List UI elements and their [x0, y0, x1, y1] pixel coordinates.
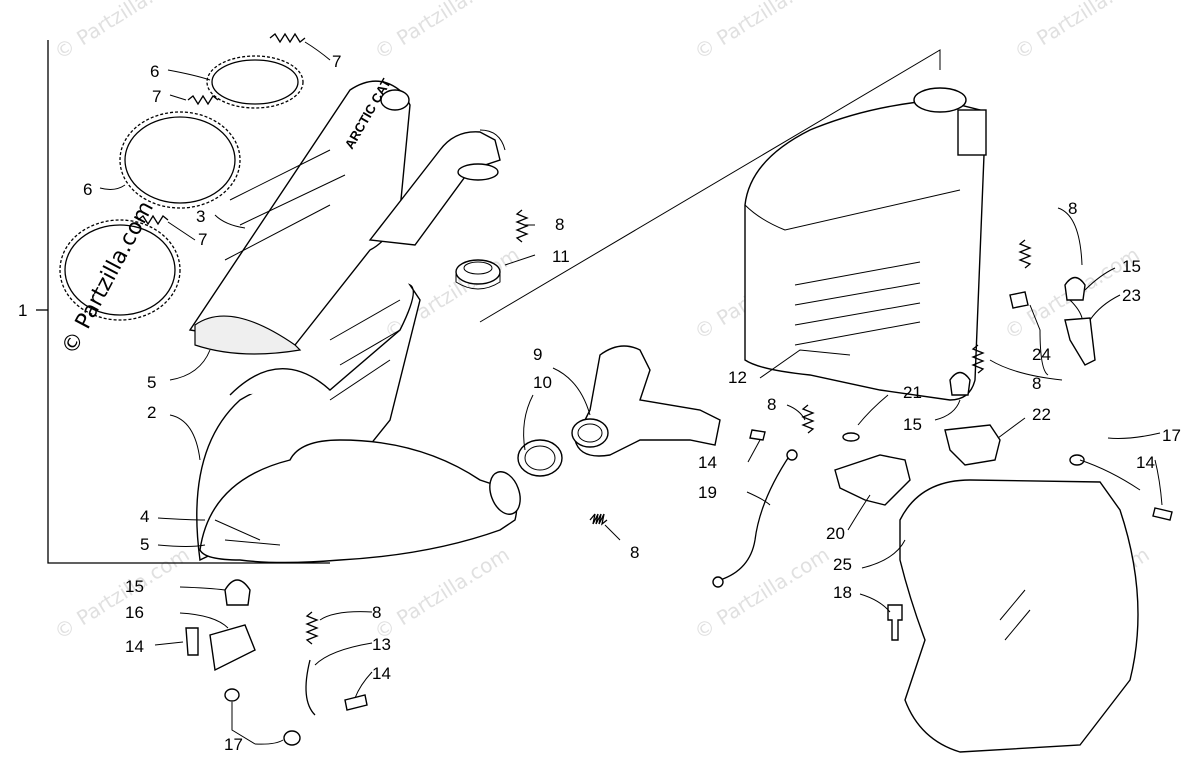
bolt-14-bottom [344, 694, 368, 711]
callout-12: 12 [728, 368, 747, 387]
callout-8: 8 [767, 395, 776, 414]
callout-17: 17 [1162, 426, 1181, 445]
callout-7: 7 [198, 230, 207, 249]
callout-17: 17 [224, 735, 243, 754]
callout-21: 21 [903, 383, 922, 402]
callout-23: 23 [1122, 286, 1141, 305]
callout-14: 14 [1136, 453, 1155, 472]
callout-7: 7 [152, 87, 161, 106]
assembly-bracket [47, 40, 330, 564]
bumper-15-center [949, 371, 971, 396]
bumper-15-left [224, 579, 251, 606]
bolt-24 [1009, 291, 1029, 309]
bolt-14-muffler [749, 429, 766, 441]
gasket-10 [517, 439, 563, 477]
nut-17-bottom [283, 730, 301, 746]
spring-8-lower-right [971, 344, 985, 374]
spring-8-right [1018, 239, 1032, 269]
callout-5: 5 [140, 535, 149, 554]
clamp-band-low-inner [64, 224, 176, 316]
callout-10: 10 [533, 373, 552, 392]
spring-8-bottom [305, 611, 319, 645]
bracket-23 [1064, 317, 1096, 366]
grommet-11 [455, 259, 501, 290]
callout-4: 4 [140, 507, 149, 526]
watermark: © Partzilla.com [50, 542, 194, 644]
spring-8-upper [515, 209, 529, 243]
callout-15: 15 [125, 577, 144, 596]
clamp-band-top [206, 55, 304, 109]
bolt-14-shield [1152, 507, 1173, 521]
watermark: © Partzilla.com [370, 0, 514, 64]
exhaust-manifold [571, 345, 721, 457]
callout-8: 8 [372, 603, 381, 622]
callout-16: 16 [125, 603, 144, 622]
nut-17-left [224, 688, 240, 702]
ground-wire-19 [719, 454, 791, 581]
callout-8: 8 [1032, 374, 1041, 393]
wire-terminal [712, 576, 724, 588]
callout-8: 8 [1068, 199, 1077, 218]
callout-7: 7 [332, 52, 341, 71]
callout-6: 6 [83, 180, 92, 199]
heat-shield [899, 479, 1139, 753]
wire-terminal [786, 449, 798, 461]
expansion-chamber [196, 283, 521, 564]
clamp-band-low [59, 219, 181, 321]
callout-2: 2 [147, 403, 156, 422]
connector-line [479, 49, 941, 323]
callout-labels: 1 2 3 4 5 5 6 6 7 7 7 8 8 8 8 8 8 9 10 1… [18, 52, 1181, 754]
callout-14: 14 [698, 453, 717, 472]
bumper-15-right [1064, 276, 1086, 301]
callout-22: 22 [1032, 405, 1051, 424]
bracket-22 [944, 424, 1001, 466]
callout-6: 6 [150, 62, 159, 81]
callout-13: 13 [372, 635, 391, 654]
callout-24: 24 [1032, 345, 1051, 364]
muffler-can [744, 87, 987, 401]
spring-7-top [269, 32, 331, 61]
callout-14: 14 [372, 664, 391, 683]
spring-7-low [137, 214, 196, 241]
callout-1: 1 [18, 301, 27, 320]
clamp-band-mid-inner [124, 116, 236, 204]
clamp-band-top-inner [211, 59, 299, 105]
callout-8: 8 [555, 215, 564, 234]
callout-15: 15 [903, 415, 922, 434]
clamp-band-mid [119, 111, 241, 209]
callout-3: 3 [196, 207, 205, 226]
silencer-body: ARCTIC CAT [188, 76, 411, 355]
callout-15: 15 [1122, 257, 1141, 276]
watermark: © Partzilla.com [370, 542, 514, 644]
retainer-13 [305, 659, 316, 716]
callout-25: 25 [833, 555, 852, 574]
bolt-18 [887, 604, 903, 641]
callout-8: 8 [630, 543, 639, 562]
bracket-20 [834, 454, 911, 506]
spring-8-bracket [801, 404, 815, 434]
bracket-16 [209, 624, 256, 672]
watermark: © Partzilla.com [690, 0, 834, 64]
callout-9: 9 [533, 345, 542, 364]
callout-5: 5 [147, 373, 156, 392]
callout-19: 19 [698, 483, 717, 502]
watermark: © Partzilla.com [1010, 0, 1154, 64]
spring-8-lower [589, 513, 608, 526]
callout-20: 20 [826, 524, 845, 543]
watermark: © Partzilla.com [690, 542, 834, 644]
leader-lines [99, 69, 1163, 745]
nut-17-shield [1069, 454, 1085, 466]
callout-14: 14 [125, 637, 144, 656]
washer-21 [842, 432, 860, 442]
outlet-pipe [368, 129, 506, 246]
callout-18: 18 [833, 583, 852, 602]
callout-11: 11 [552, 247, 570, 266]
watermark: © Partzilla.com [50, 0, 194, 64]
bolt-14-left [185, 627, 199, 656]
spring-7-mid [169, 94, 219, 106]
